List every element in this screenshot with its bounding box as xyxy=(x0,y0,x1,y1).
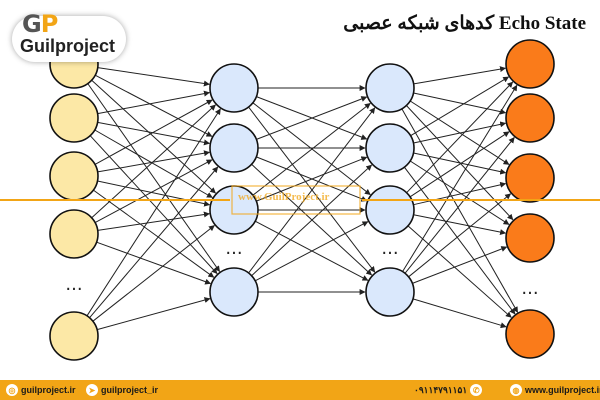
hidden-2-node xyxy=(365,123,415,173)
connection-edge xyxy=(413,66,506,85)
connection-edge xyxy=(412,246,508,284)
output-node xyxy=(505,39,555,89)
hidden-1-node xyxy=(209,267,259,317)
logo: GP Guilproject xyxy=(4,4,132,66)
connection-edge xyxy=(251,163,373,276)
footer-item-label: guilproject_ir xyxy=(101,385,159,395)
connection-edge xyxy=(91,104,216,219)
hidden-2-node xyxy=(365,185,415,235)
connection-edge xyxy=(413,214,507,235)
footer-item-label: ۰۹۱۱۴۷۹۱۱۵۱ xyxy=(414,384,468,395)
connection-edge xyxy=(256,156,368,202)
input-node xyxy=(49,151,99,201)
output-node xyxy=(505,213,555,263)
connection-edge xyxy=(92,225,215,322)
connection-edge xyxy=(94,74,213,137)
phone-icon: ✆ xyxy=(470,384,483,396)
connection-edge xyxy=(97,90,210,115)
connection-edge xyxy=(410,76,510,137)
hidden-2-node xyxy=(365,63,415,113)
connection-edge xyxy=(89,166,219,319)
input-ellipsis: ... xyxy=(65,274,82,295)
connection-edge xyxy=(408,193,512,278)
connection-edge xyxy=(93,189,215,278)
hidden-2-node xyxy=(365,267,415,317)
logo-text: Guilproject xyxy=(20,36,116,56)
telegram-icon: ➤ xyxy=(86,384,98,396)
connection-edge xyxy=(94,129,213,198)
logo-mark: GP xyxy=(22,10,59,38)
instagram-icon: ◎ xyxy=(6,384,18,396)
connection-edge xyxy=(97,121,210,146)
connection-edge xyxy=(254,221,369,282)
footer-item-label: guilproject.ir xyxy=(21,385,76,395)
input-node xyxy=(49,311,99,361)
connection-edge xyxy=(252,103,371,196)
connection-edge xyxy=(407,225,512,318)
footer-item-phone[interactable]: ۰۹۱۱۴۷۹۱۱۵۱ ✆ xyxy=(414,383,483,397)
globe-icon: ◍ xyxy=(510,384,522,396)
output-node xyxy=(505,309,555,359)
connection-edge xyxy=(91,79,216,194)
connection-edge xyxy=(402,84,518,272)
footer-item-website[interactable]: ◍ www.guilproject.ir xyxy=(510,383,600,397)
logo-mark-g: G xyxy=(22,10,42,38)
footer-item-instagram[interactable]: ◎ guilproject.ir xyxy=(6,383,76,397)
connection-edge xyxy=(413,181,507,206)
connection-edge xyxy=(412,298,507,329)
connection-edge xyxy=(87,83,221,272)
output-node xyxy=(505,93,555,143)
hidden-1-node xyxy=(209,123,259,173)
hidden-2-ellipsis: ... xyxy=(381,238,398,259)
connection-edge xyxy=(94,159,213,224)
connection-edge xyxy=(97,67,210,87)
logo-mark-p: P xyxy=(40,10,59,38)
connection-edge xyxy=(248,107,376,274)
footer-bar: ◎ guilproject.ir ➤ guilproject_ir ۰۹۱۱۴۷… xyxy=(0,380,600,400)
connection-edge xyxy=(94,99,213,165)
hidden-1-node xyxy=(209,63,259,113)
output-ellipsis: ... xyxy=(521,278,538,299)
page-title: کدهای شبکه عصبی Echo State xyxy=(343,13,586,34)
watermark-text: www.GuilProject.ir xyxy=(238,191,330,203)
connection-edge xyxy=(96,241,212,285)
output-node xyxy=(505,153,555,203)
footer-item-label: www.guilproject.ir xyxy=(525,385,600,395)
connection-edge xyxy=(413,121,507,144)
logo-cloud xyxy=(12,16,126,62)
connection-edge xyxy=(97,180,211,207)
hidden-1-ellipsis: ... xyxy=(225,238,242,259)
connection-edge xyxy=(404,137,515,274)
footer-item-telegram[interactable]: ➤ guilproject_ir xyxy=(86,383,158,397)
connection-edge xyxy=(413,152,507,175)
input-node xyxy=(49,93,99,143)
input-node xyxy=(49,209,99,259)
connection-edge xyxy=(256,96,368,140)
connection-edge xyxy=(401,108,519,313)
connection-edge xyxy=(251,164,373,277)
connection-edge xyxy=(404,166,516,315)
connection-edge xyxy=(89,135,218,275)
connection-edge xyxy=(96,297,211,331)
connection-edge xyxy=(97,211,210,231)
watermark-frame xyxy=(231,185,361,215)
connection-edge xyxy=(413,92,507,115)
connection-edge xyxy=(406,81,514,194)
connection-edge xyxy=(86,108,221,317)
connection-edge xyxy=(409,131,510,198)
